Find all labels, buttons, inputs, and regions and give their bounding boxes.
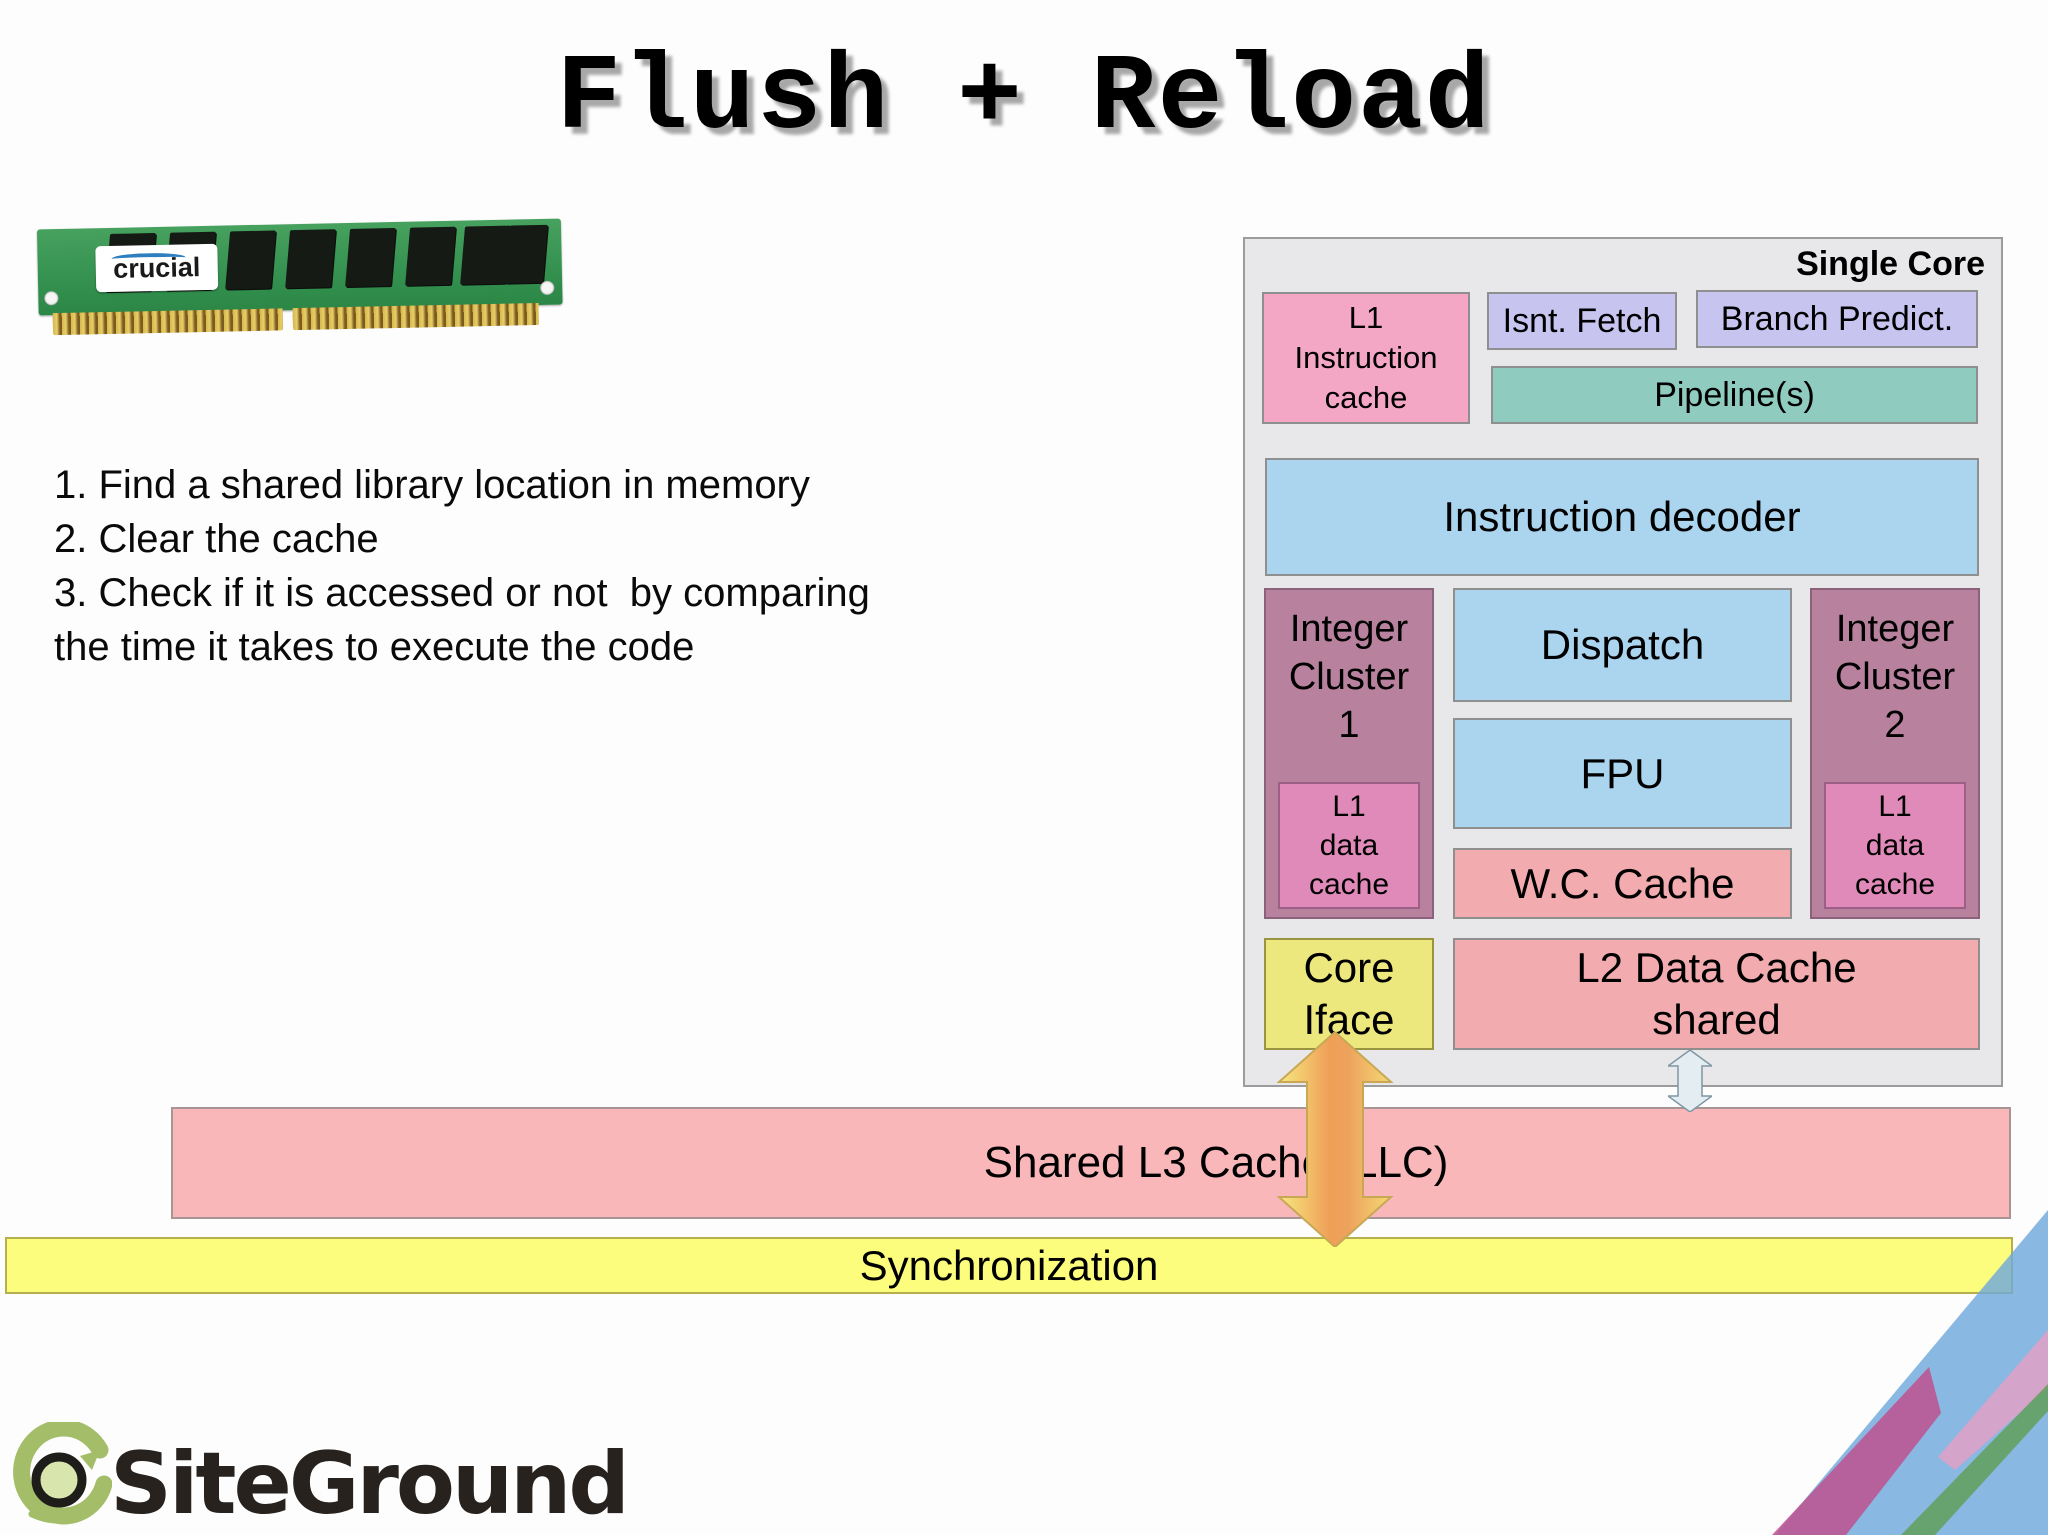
integer-cluster-1-box: Integer Cluster 1 L1 data cache — [1264, 588, 1434, 919]
core-iface-box: Core Iface — [1264, 938, 1434, 1050]
ram-brand-label: crucial — [95, 243, 219, 293]
ram-chip — [505, 224, 548, 284]
synchronization-bar: Synchronization — [5, 1237, 2013, 1294]
pipelines-box: Pipeline(s) — [1491, 366, 1978, 424]
siteground-logo-text: SiteGround — [110, 1434, 630, 1534]
siteground-logo-icon — [13, 1422, 112, 1525]
ram-chip — [405, 226, 457, 286]
slide-title: Flush + Reload — [556, 38, 1492, 160]
inst-fetch-box: Isnt. Fetch — [1487, 292, 1677, 350]
core-sync-bidirectional-arrow-icon — [1276, 1032, 1394, 1247]
fpu-box: FPU — [1453, 718, 1792, 829]
l1-instruction-cache-box: L1 Instruction cache — [1262, 292, 1470, 424]
instruction-decoder-box: Instruction decoder — [1265, 458, 1979, 576]
wc-cache-box: W.C. Cache — [1453, 848, 1792, 919]
ram-module-image: crucial — [36, 215, 563, 342]
ram-chip — [285, 229, 337, 289]
branch-predict-box: Branch Predict. — [1696, 290, 1978, 348]
l1-data-cache-2-box: L1 data cache — [1824, 782, 1966, 909]
l1-data-cache-1-box: L1 data cache — [1278, 782, 1420, 909]
ram-pins — [292, 303, 540, 331]
integer-cluster-2-box: Integer Cluster 2 L1 data cache — [1810, 588, 1980, 919]
ram-pins — [52, 308, 284, 336]
l2-l3-bidirectional-arrow-icon — [1668, 1050, 1712, 1112]
l2-data-cache-box: L2 Data Cache shared — [1453, 938, 1980, 1050]
ram-chip — [345, 227, 397, 288]
ram-chip — [460, 225, 511, 285]
shared-l3-cache-bar: Shared L3 Cache (LLC) — [171, 1107, 2011, 1219]
dispatch-box: Dispatch — [1453, 588, 1792, 702]
integer-cluster-1-label: Integer Cluster 1 — [1288, 608, 1410, 746]
single-core-label: Single Core — [1796, 245, 1985, 283]
ram-chip — [225, 230, 277, 290]
steps-list: 1. Find a shared library location in mem… — [54, 463, 870, 669]
integer-cluster-2-label: Integer Cluster 2 — [1834, 608, 1956, 746]
single-core-diagram: Single Core L1 Instruction cache Isnt. F… — [1243, 237, 2003, 1087]
